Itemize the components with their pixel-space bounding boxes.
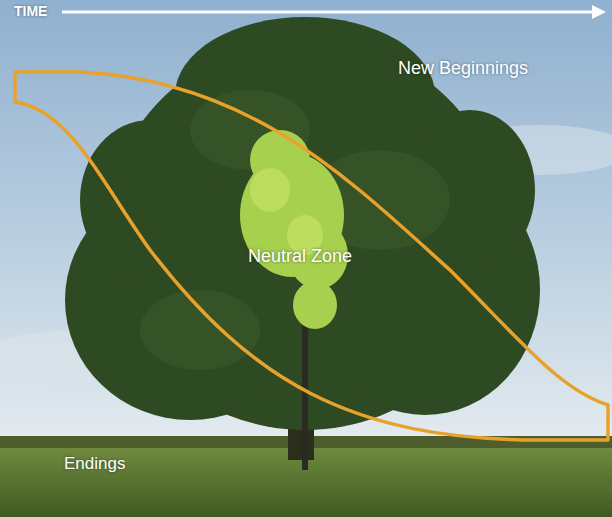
phase-label: Endings	[64, 454, 125, 474]
phase-label: New Beginnings	[398, 58, 528, 79]
band-outline-path	[15, 72, 608, 440]
phase-name: Neutral Zone	[248, 246, 352, 267]
axis-label: TIME	[14, 3, 47, 19]
phase-band: Neutral Zone	[12, 68, 612, 444]
